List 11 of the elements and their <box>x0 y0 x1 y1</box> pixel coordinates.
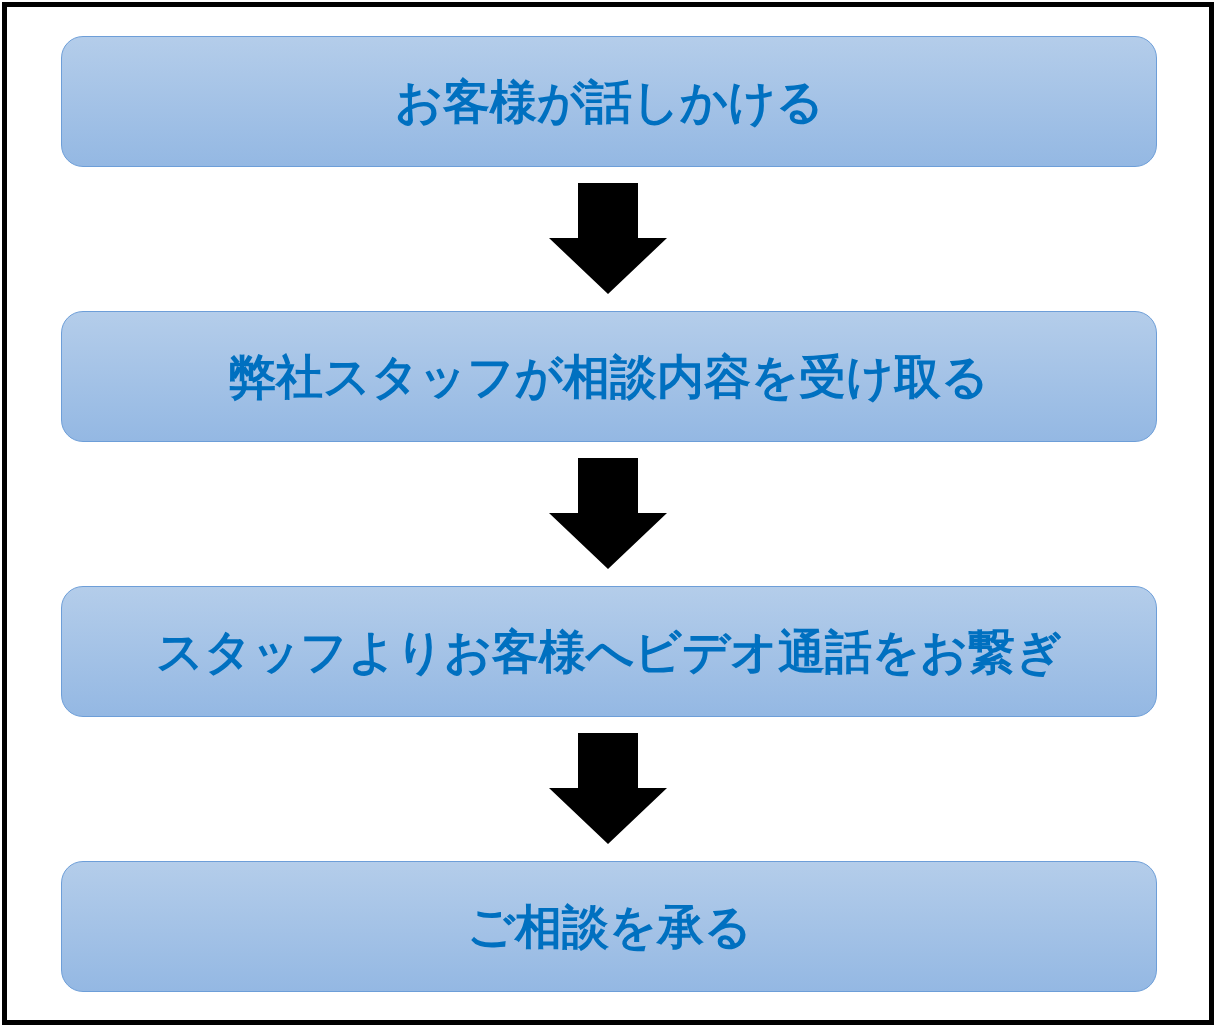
process-box <box>61 311 1157 442</box>
block-arrow <box>549 183 667 294</box>
step-text: スタッフよりお客様へビデオ通話をお繋ぎ <box>155 625 1063 678</box>
step-text: お客様が話しかける <box>394 75 824 128</box>
block-arrow <box>549 733 667 844</box>
step-text: ご相談を承る <box>466 900 752 953</box>
process-box <box>61 861 1157 992</box>
process-box <box>61 36 1157 167</box>
step-text: 弊社スタッフが相談内容を受け取る <box>229 350 989 403</box>
process-box <box>61 586 1157 717</box>
block-arrow <box>549 458 667 569</box>
